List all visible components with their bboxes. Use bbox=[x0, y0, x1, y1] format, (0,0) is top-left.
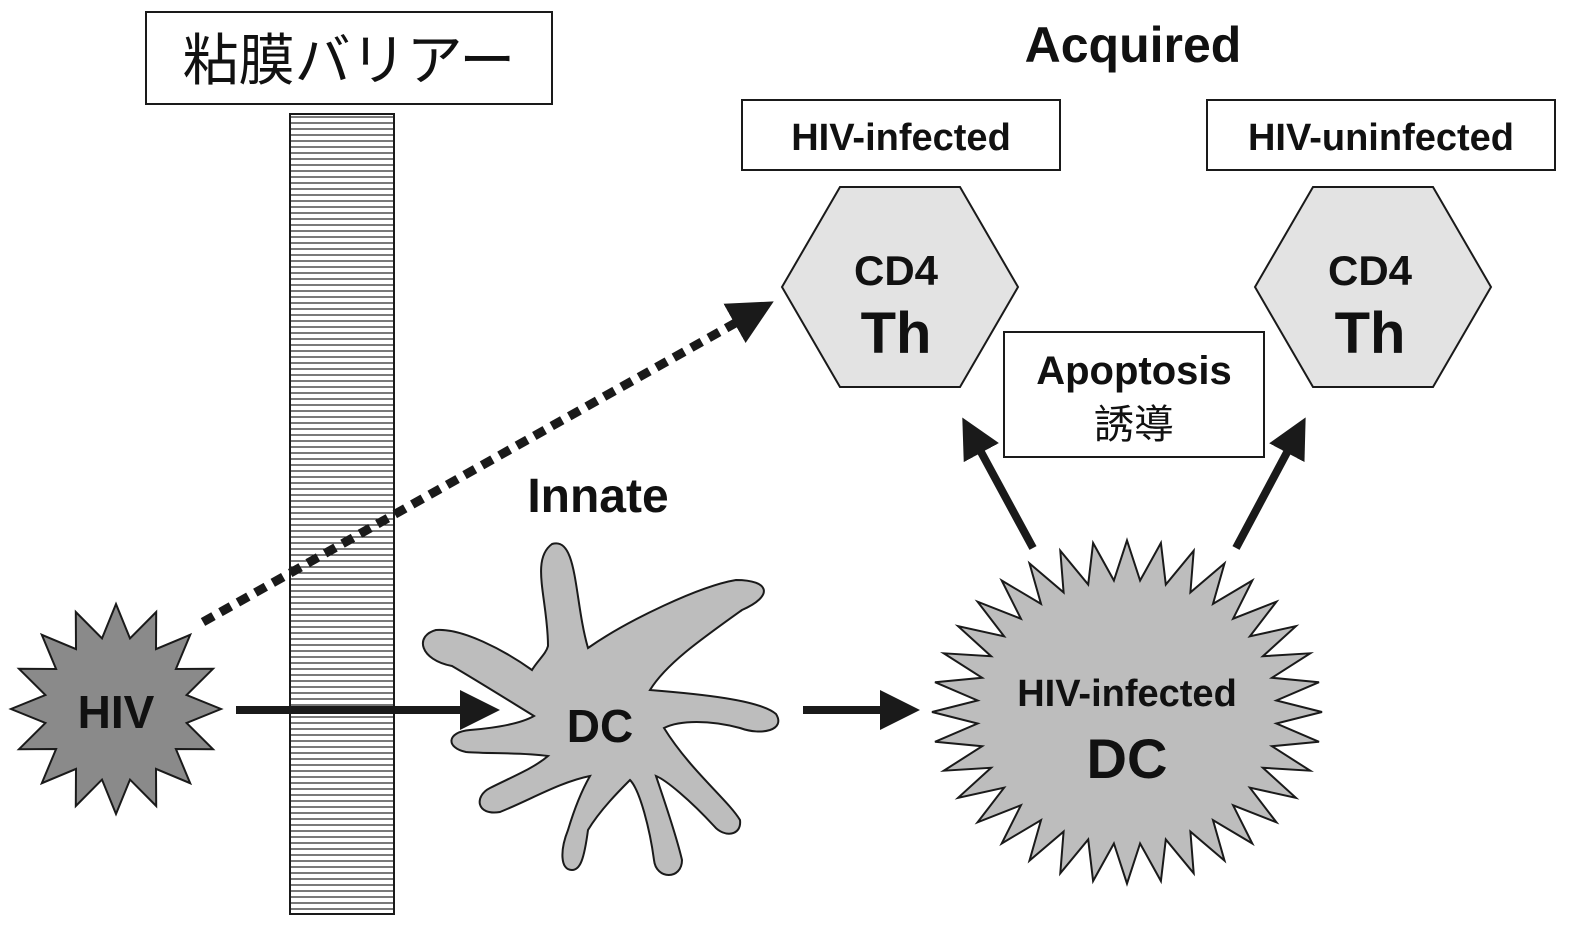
hiv-uninfected-box bbox=[1206, 99, 1556, 171]
apoptosis-box bbox=[1003, 331, 1265, 458]
infected-dc-line1: HIV-infected bbox=[1017, 673, 1237, 715]
acquired-heading: Acquired bbox=[1025, 17, 1242, 73]
hiv-uninfected-box-label: HIV-uninfected bbox=[1248, 117, 1514, 159]
hiv-label: HIV bbox=[78, 686, 155, 738]
cd4-th-left-hexagon bbox=[780, 186, 1020, 388]
barrier-title-box bbox=[145, 11, 553, 105]
th-right-label: Th bbox=[1335, 301, 1406, 366]
cd4-th-right-hexagon bbox=[1253, 186, 1493, 388]
arrow-hiv-to-cd4-dotted bbox=[200, 301, 774, 626]
hiv-infected-box bbox=[741, 99, 1061, 171]
hiv-infected-box-label: HIV-infected bbox=[791, 117, 1011, 159]
mucosal-barrier-column bbox=[289, 113, 395, 915]
dc-label: DC bbox=[567, 700, 633, 752]
apoptosis-label: Apoptosis bbox=[1036, 349, 1232, 393]
hiv-starburst bbox=[8, 601, 224, 817]
infected-dc-line2: DC bbox=[1087, 727, 1168, 790]
hiv-infected-dc-starburst bbox=[931, 537, 1323, 887]
barrier-title: 粘膜バリアー bbox=[183, 29, 516, 94]
innate-heading: Innate bbox=[527, 470, 668, 523]
th-left-label: Th bbox=[861, 301, 932, 366]
arrow-infected-dc-to-cd4-right bbox=[1232, 417, 1306, 550]
apoptosis-induction-label: 誘導 bbox=[1094, 402, 1174, 448]
arrow-infected-dc-to-cd4-left bbox=[962, 417, 1037, 550]
cd4-right-label: CD4 bbox=[1328, 247, 1413, 294]
cd4-left-label: CD4 bbox=[854, 247, 939, 294]
